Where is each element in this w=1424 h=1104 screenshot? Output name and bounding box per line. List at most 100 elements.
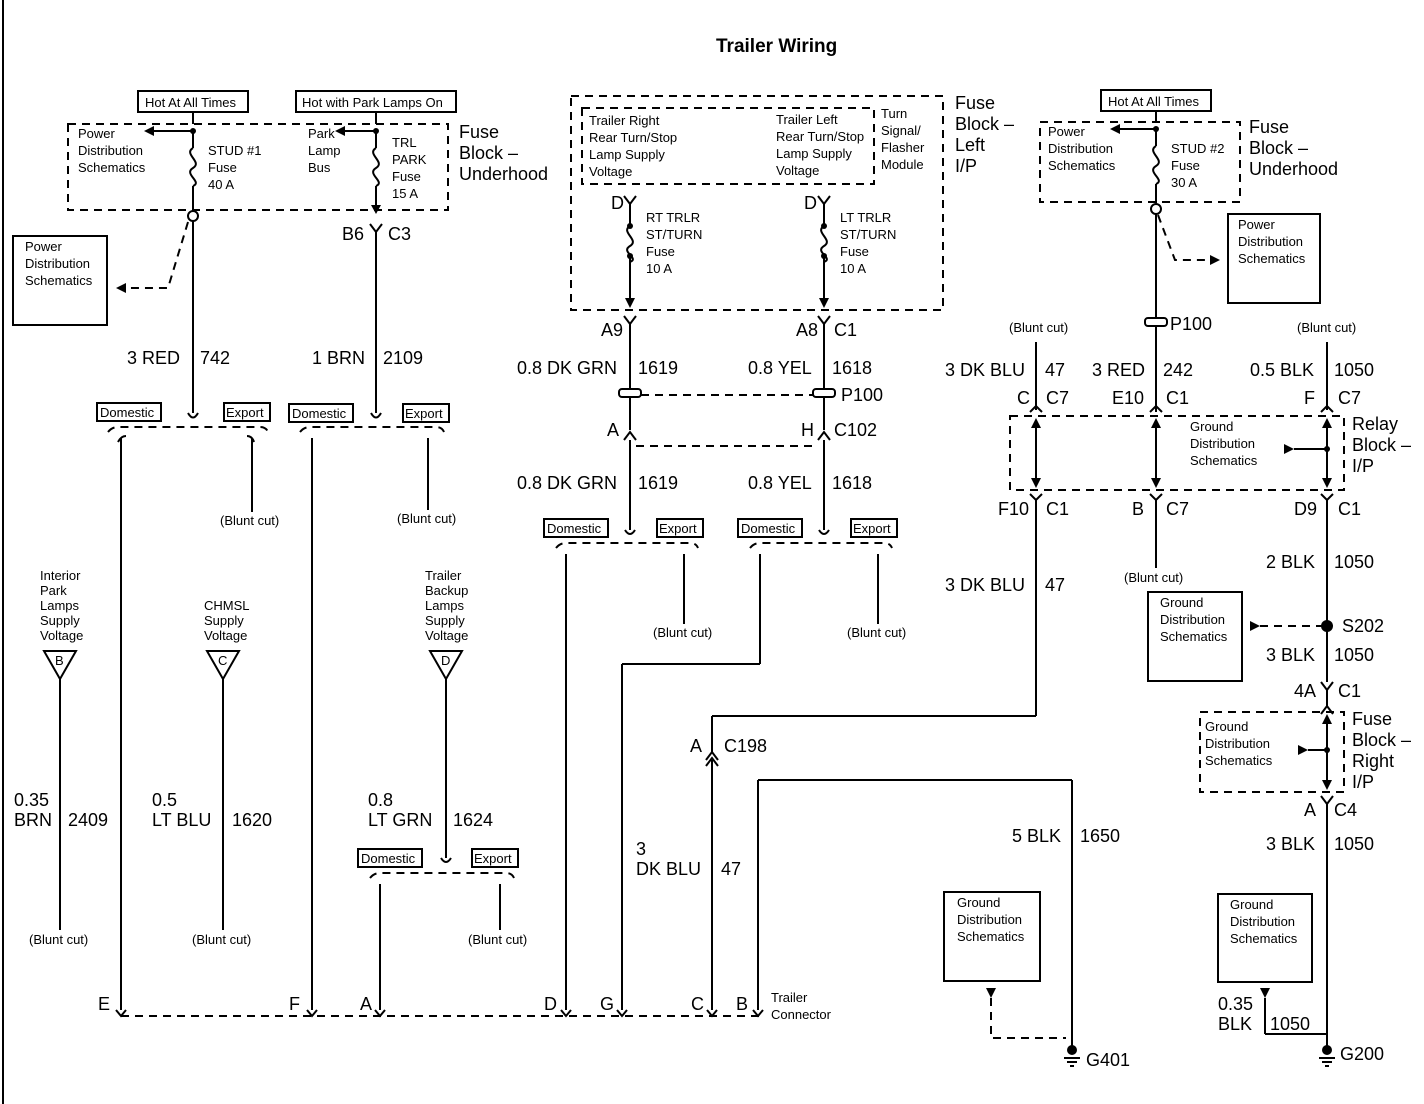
svg-text:Export: Export xyxy=(853,521,891,536)
svg-text:D: D xyxy=(611,193,624,213)
svg-text:1050: 1050 xyxy=(1334,834,1374,854)
svg-text:Ground Distribution: Ground Distribution Schematics xyxy=(1230,897,1299,946)
svg-text:5 BLK: 5 BLK xyxy=(1012,826,1061,846)
relay-block-ip-box xyxy=(1009,415,1345,491)
svg-text:Ground Distribution: Ground Distribution Schematics xyxy=(1205,719,1274,768)
power-distribution-ref-text: Power Distribution Schematics xyxy=(78,126,147,175)
svg-text:3: 3 xyxy=(636,839,646,859)
fuse-block-right-ip-box xyxy=(1199,711,1345,793)
svg-text:C: C xyxy=(1017,388,1030,408)
export-tag: Export xyxy=(405,406,443,421)
splice-s202-label: S202 xyxy=(1342,616,1384,636)
svg-text:1620: 1620 xyxy=(232,810,272,830)
interior-park-lamps-supply: Interior Park Lamps Supply Voltage B 0.3… xyxy=(14,568,108,947)
svg-text:C7: C7 xyxy=(1046,388,1069,408)
blunt-cut-3: (Blunt cut) xyxy=(29,932,88,947)
pin-a: A xyxy=(360,994,372,1014)
svg-text:1050: 1050 xyxy=(1270,1014,1310,1034)
svg-text:C4: C4 xyxy=(1334,800,1357,820)
svg-text:Hot At All Times: Hot At All Times xyxy=(1108,94,1200,109)
svg-text:A9: A9 xyxy=(601,320,623,340)
pin-c: C xyxy=(691,994,704,1014)
blunt-cut-4: (Blunt cut) xyxy=(192,932,251,947)
blunt-cut-1: (Blunt cut) xyxy=(220,513,279,528)
svg-text:D: D xyxy=(804,193,817,213)
svg-text:LT BLU: LT BLU xyxy=(152,810,211,830)
svg-text:A: A xyxy=(607,420,619,440)
svg-text:C1: C1 xyxy=(1338,499,1361,519)
power-distribution-ref-left-text: Power Distribution Schematics xyxy=(25,239,94,288)
svg-text:Domestic: Domestic xyxy=(741,521,796,536)
svg-text:A: A xyxy=(1304,800,1316,820)
svg-text:P100: P100 xyxy=(841,385,883,405)
pin-d: D xyxy=(544,994,557,1014)
fuse-block-left-ip: Fuse Block – Left I/P Trailer Right Rear… xyxy=(570,93,1019,311)
svg-text:C1: C1 xyxy=(1166,388,1189,408)
svg-text:LT TRLR ST/TURN Fu: LT TRLR ST/TURN Fuse 10 A xyxy=(840,210,900,276)
svg-text:BLK: BLK xyxy=(1218,1014,1252,1034)
svg-text:C1: C1 xyxy=(1338,681,1361,701)
svg-text:Trailer Backup Lam: Trailer Backup Lamps Supply Voltage xyxy=(425,568,472,643)
svg-text:0.8: 0.8 xyxy=(368,790,393,810)
svg-text:Interior Park Lamp: Interior Park Lamps Supply Voltage xyxy=(40,568,84,643)
svg-text:Fuse Block – Under: Fuse Block – Underhood xyxy=(1249,117,1338,179)
svg-text:Power Distribution: Power Distribution Schematics xyxy=(1048,124,1117,173)
svg-text:0.8 YEL: 0.8 YEL xyxy=(748,358,812,378)
svg-text:Domestic: Domestic xyxy=(547,521,602,536)
wire-brn-2109-size: 1 BRN xyxy=(312,348,365,368)
relay-block-ip: (Blunt cut) 3 DK BLU 47 (Blunt cut) 0.5 … xyxy=(945,320,1411,595)
svg-text:C: C xyxy=(218,653,227,668)
pin-f: F xyxy=(289,994,300,1014)
svg-text:1650: 1650 xyxy=(1080,826,1120,846)
svg-text:1619: 1619 xyxy=(638,473,678,493)
svg-text:C7: C7 xyxy=(1338,388,1361,408)
svg-text:Ground Distribution: Ground Distribution Schematics xyxy=(957,895,1026,944)
svg-text:C198: C198 xyxy=(724,736,767,756)
ground-g200-label: G200 xyxy=(1340,1044,1384,1064)
right-ground-chain: 2 BLK 1050 Ground Distribution Schematic… xyxy=(1147,500,1411,1067)
svg-text:B: B xyxy=(1132,499,1144,519)
svg-text:(Blunt cut): (Blunt cut) xyxy=(1124,570,1183,585)
svg-text:3 BLK: 3 BLK xyxy=(1266,645,1315,665)
svg-text:RT TRLR ST/TURN Fu: RT TRLR ST/TURN Fuse 10 A xyxy=(646,210,706,276)
ground-distribution-ref-g200 xyxy=(1217,893,1313,983)
power-distribution-ref-box-left xyxy=(12,235,108,326)
fuse-block-left-ip-label: Fuse Block – Left I/P xyxy=(955,93,1019,176)
chmsl-supply: CHMSL Supply Voltage C 0.5 LT BLU 1620 (… xyxy=(152,598,272,947)
trl-park-fuse-symbol xyxy=(372,147,380,187)
svg-text:Ground Distribution: Ground Distribution Schematics xyxy=(1190,419,1259,468)
blunt-cut-2: (Blunt cut) xyxy=(397,511,456,526)
fuse-block-underhood-right: Hot At All Times Fuse Block – Underhood … xyxy=(1039,89,1338,412)
svg-text:D: D xyxy=(441,653,450,668)
svg-text:F: F xyxy=(1304,388,1315,408)
svg-text:242: 242 xyxy=(1163,360,1193,380)
svg-text:Turn Signal/ Flash: Turn Signal/ Flasher Module xyxy=(881,106,928,172)
stud1-fuse-symbol xyxy=(189,147,197,187)
ground-distribution-ref-s202 xyxy=(1147,591,1243,682)
svg-text:3 BLK: 3 BLK xyxy=(1266,834,1315,854)
ground-distribution-ref-g401 xyxy=(943,891,1041,982)
turn-signal-flasher-module-box xyxy=(581,107,875,185)
svg-text:47: 47 xyxy=(1045,360,1065,380)
svg-text:E10: E10 xyxy=(1112,388,1144,408)
option-split-2109: Domestic Export (Blunt cut) xyxy=(288,403,456,1010)
svg-text:A8: A8 xyxy=(796,320,818,340)
svg-text:P100: P100 xyxy=(1170,314,1212,334)
pin-g: G xyxy=(600,994,614,1014)
svg-text:(Blunt cut): (Blunt cut) xyxy=(1297,320,1356,335)
g401-ground: Ground Distribution Schematics G401 xyxy=(943,891,1130,1070)
fuse-block-underhood-box xyxy=(67,123,449,211)
pin-e: E xyxy=(98,994,110,1014)
trl-park-fuse-label: TRL PARK Fuse 15 A xyxy=(392,135,430,201)
svg-text:47: 47 xyxy=(721,859,741,879)
fuse-block-underhood-label: Fuse Block – Underhood xyxy=(459,122,548,184)
svg-text:3 RED: 3 RED xyxy=(1092,360,1145,380)
power-distribution-ref-box-right xyxy=(1227,213,1321,304)
wire-red-742-circuit: 742 xyxy=(200,348,230,368)
pin-b: B xyxy=(736,994,748,1014)
svg-text:3 DK BLU: 3 DK BLU xyxy=(945,360,1025,380)
domestic-tag: Domestic xyxy=(100,405,155,420)
svg-text:1618: 1618 xyxy=(832,358,872,378)
stud1-fuse-label: STUD #1 Fuse 40 A xyxy=(208,143,265,192)
